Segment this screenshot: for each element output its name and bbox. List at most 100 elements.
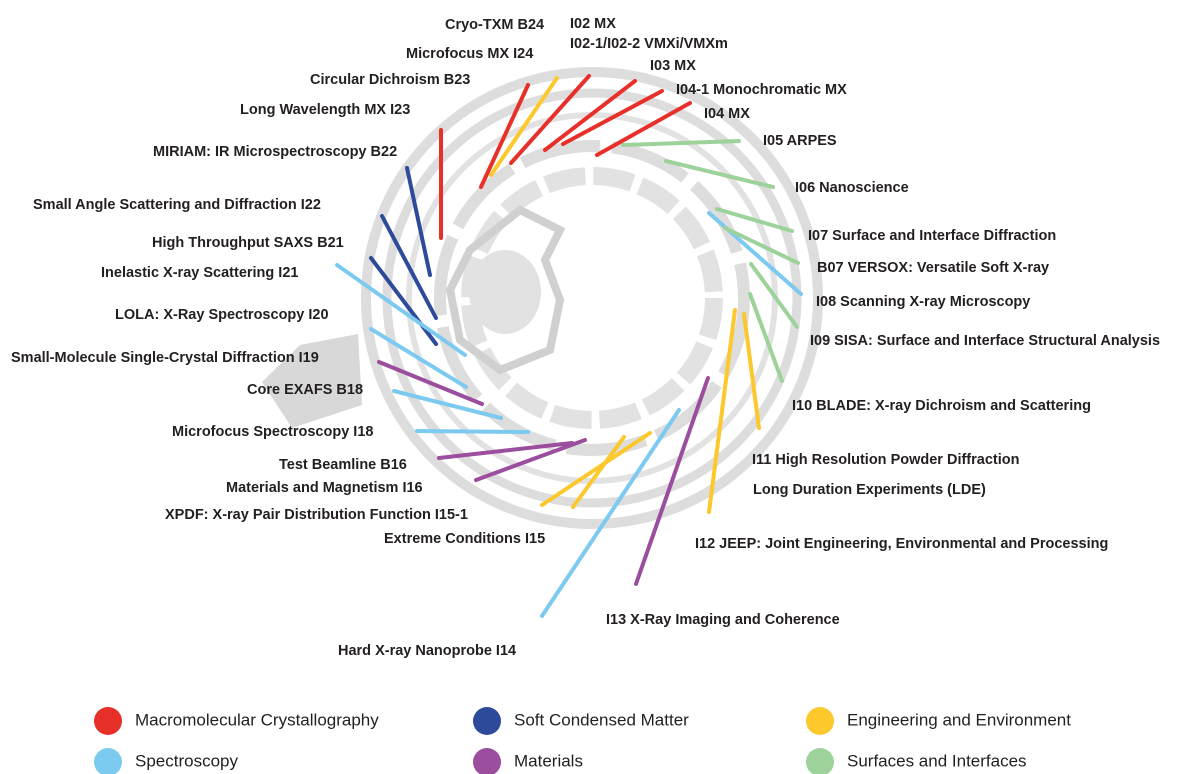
beamline-item: I11 High Resolution Powder Diffraction	[742, 312, 1019, 468]
beamline-line	[749, 262, 799, 329]
beamline-label: I12 JEEP: Joint Engineering, Environment…	[695, 536, 1108, 552]
beamline-item: Materials and Magnetism I16	[226, 438, 587, 496]
beamline-item: Long Duration Experiments (LDE)	[753, 482, 986, 498]
beamline-item: I05 ARPES	[621, 133, 837, 149]
beamline-label: I02 MX	[570, 16, 616, 32]
legend-label: Soft Condensed Matter	[514, 710, 689, 729]
beamline-line	[377, 360, 484, 406]
beamline-item: B07 VERSOX: Versatile Soft X-ray	[723, 226, 1049, 276]
legend-swatch	[94, 748, 122, 774]
beamline-item: I02 MX	[509, 16, 616, 165]
legend-label: Engineering and Environment	[847, 710, 1071, 729]
legend-label: Macromolecular Crystallography	[135, 710, 379, 729]
beamline-line	[707, 308, 737, 514]
beamline-line	[415, 429, 530, 434]
legend-label: Materials	[514, 751, 583, 770]
beamline-label: I04-1 Monochromatic MX	[676, 82, 847, 98]
beamline-line	[540, 408, 681, 618]
booster-core	[469, 250, 541, 334]
beamline-item: Small Angle Scattering and Diffraction I…	[33, 197, 438, 320]
legend-swatch	[94, 707, 122, 735]
legend-swatch	[806, 748, 834, 774]
beamline-label: I13 X-Ray Imaging and Coherence	[606, 612, 840, 628]
beamline-item: Microfocus Spectroscopy I18	[172, 424, 530, 440]
beamline-label: I02-1/I02-2 VMXi/VMXm	[570, 36, 728, 52]
beamline-label: I10 BLADE: X-ray Dichroism and Scatterin…	[792, 398, 1091, 414]
beamline-line	[369, 256, 438, 346]
beamline-label: Microfocus Spectroscopy I18	[172, 424, 373, 440]
beamline-label: High Throughput SAXS B21	[152, 235, 344, 251]
beamline-label: I06 Nanoscience	[795, 180, 909, 196]
building-annex-shape	[262, 334, 362, 428]
legend-label: Surfaces and Interfaces	[847, 751, 1027, 770]
beamline-line	[634, 376, 710, 586]
beamline-label: LOLA: X-Ray Spectroscopy I20	[115, 307, 329, 323]
beamline-item: I10 BLADE: X-ray Dichroism and Scatterin…	[748, 292, 1091, 414]
beamline-label: Hard X-ray Nanoprobe I14	[338, 643, 516, 659]
beamline-line	[392, 389, 503, 420]
beamline-label: I08 Scanning X-ray Microscopy	[816, 294, 1030, 310]
beamline-item: Microfocus MX I24	[406, 46, 559, 177]
beamline-label: I04 MX	[704, 106, 750, 122]
beamline-label: XPDF: X-ray Pair Distribution Function I…	[165, 507, 468, 523]
booster-outline	[445, 205, 566, 375]
beamline-item: Circular Dichroism B23	[310, 72, 470, 88]
beamline-label: Core EXAFS B18	[247, 382, 363, 398]
beamline-item: I04 MX	[595, 101, 750, 157]
beamline-item: MIRIAM: IR Microspectroscopy B22	[153, 144, 432, 277]
inner-segments	[461, 167, 723, 429]
beamline-item: LOLA: X-Ray Spectroscopy I20	[115, 307, 468, 389]
beamline-line	[748, 292, 784, 383]
legend-item: Surfaces and Interfaces	[806, 748, 1027, 774]
legend-label: Spectroscopy	[135, 751, 238, 770]
beamline-label: Cryo-TXM B24	[445, 17, 544, 33]
beamline-label: Microfocus MX I24	[406, 46, 533, 62]
beamline-item: Core EXAFS B18	[247, 382, 503, 420]
beamline-label: I11 High Resolution Powder Diffraction	[752, 452, 1019, 468]
beamline-label: I03 MX	[650, 58, 696, 74]
beamline-line	[437, 441, 574, 460]
beamline-label: MIRIAM: IR Microspectroscopy B22	[153, 144, 397, 160]
beamline-item: I09 SISA: Surface and Interface Structur…	[749, 262, 1160, 349]
beamline-label: Materials and Magnetism I16	[226, 480, 423, 496]
beamline-item: I07 Surface and Interface Diffraction	[715, 207, 1056, 244]
beamline-line	[474, 438, 587, 482]
beamline-item: High Throughput SAXS B21	[152, 235, 438, 346]
beamline-label: I05 ARPES	[763, 133, 837, 149]
beamline-line	[540, 431, 652, 507]
beamline-item: Long Wavelength MX I23	[240, 102, 443, 240]
legend-item: Materials	[473, 748, 583, 774]
beamline-item: Small-Molecule Single-Crystal Diffractio…	[11, 350, 484, 406]
beamline-label: Small Angle Scattering and Diffraction I…	[33, 197, 321, 213]
beamline-line	[380, 214, 438, 320]
beamline-label: Long Wavelength MX I23	[240, 102, 410, 118]
legend-item: Spectroscopy	[94, 748, 238, 774]
beamline-line	[723, 226, 800, 265]
beamline-line	[479, 83, 530, 189]
beamline-label: I07 Surface and Interface Diffraction	[808, 228, 1056, 244]
beamline-label: B07 VERSOX: Versatile Soft X-ray	[817, 260, 1049, 276]
beamline-line	[621, 139, 741, 147]
beamline-item: I03 MX	[543, 58, 696, 152]
legend-item: Macromolecular Crystallography	[94, 707, 379, 735]
beamline-item: I06 Nanoscience	[664, 159, 909, 196]
beamline-item: I12 JEEP: Joint Engineering, Environment…	[695, 308, 1108, 552]
beamline-item: Extreme Conditions I15	[384, 435, 626, 547]
beamline-item: Hard X-ray Nanoprobe I14	[338, 408, 681, 659]
beamline-line	[369, 327, 468, 389]
beamline-line	[571, 435, 626, 509]
beamline-line	[664, 159, 775, 189]
beamline-label: Extreme Conditions I15	[384, 531, 545, 547]
legend-swatch	[473, 748, 501, 774]
beamline-item: Inelastic X-ray Scattering I21	[101, 263, 467, 357]
beamline-item: Test Beamline B16	[279, 441, 574, 473]
beamline-item: I13 X-Ray Imaging and Coherence	[606, 376, 840, 628]
beamline-line	[595, 101, 692, 157]
legend-item: Soft Condensed Matter	[473, 707, 689, 735]
beamline-item: Cryo-TXM B24	[445, 17, 544, 189]
beamline-line	[742, 312, 761, 430]
legend-swatch	[806, 707, 834, 735]
beamline-label: I09 SISA: Surface and Interface Structur…	[810, 333, 1160, 349]
beamline-line	[509, 74, 591, 165]
